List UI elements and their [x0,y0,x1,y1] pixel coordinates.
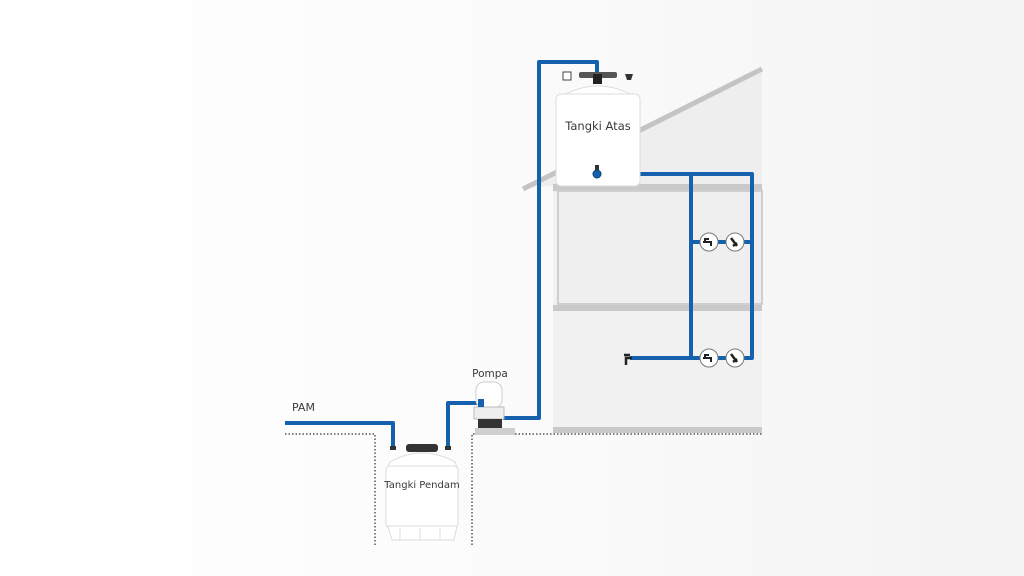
shower-icon [725,348,745,368]
ground-tank-label: Tangki Pendam [383,480,459,491]
upper-tank: Tangki Atas [554,71,642,187]
pump: Pompa [472,368,515,435]
pump-suction-pipe [446,401,478,449]
pump-base [475,428,515,435]
fixtures [624,232,745,368]
pump-label: Pompa [472,368,508,380]
faucet-icon [699,232,719,252]
riser-pipe [503,60,599,420]
upper-tank-label: Tangki Atas [564,119,630,133]
upper-floor-beam [553,184,762,191]
pam-label: PAM [292,401,315,414]
ground-floor-beam [553,427,762,433]
ground-lines [285,433,762,545]
faucet-icon [699,348,719,368]
middle-floor-beam [553,305,762,311]
outdoor-tap-icon [624,353,632,365]
ground-tank-lid [406,444,438,452]
upper-tank-body [555,93,641,187]
shower-icon [725,232,745,252]
ground-tank: Tangki Pendam [383,444,460,541]
ground-tank-body [385,465,459,529]
pam-inlet-pipe [285,421,395,449]
